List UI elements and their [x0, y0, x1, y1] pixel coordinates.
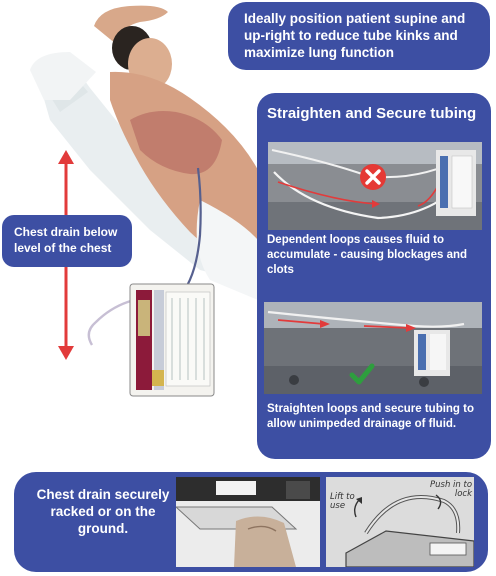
loops-caption: Dependent loops causes fluid to accumula…	[267, 234, 468, 276]
patient-illustration	[30, 5, 258, 397]
rack-photo	[176, 477, 320, 567]
hanger-photo: Lift to use Push in to lock	[326, 477, 474, 567]
tubing-panel-title: Straighten and Secure tubing	[267, 105, 477, 122]
check-mark-icon	[349, 363, 375, 385]
push-in-to-lock-label: Push in to lock	[430, 480, 473, 499]
lift-to-use-label: Lift to use	[330, 492, 355, 511]
secure-caption: Straighten loops and secure tubing to al…	[267, 403, 475, 430]
position-text: Ideally position patient supine and up-r…	[244, 11, 466, 60]
position-callout: Ideally position patient supine and up-r…	[228, 2, 490, 70]
dependent-loop-photo	[268, 142, 482, 230]
rack-text: Chest drain securely racked or on the gr…	[36, 487, 170, 536]
cross-circle-icon	[360, 164, 386, 190]
level-callout: Chest drain below level of the chest	[2, 215, 132, 267]
level-text: Chest drain below level of the chest	[14, 225, 118, 255]
straight-tubing-photo	[264, 302, 482, 394]
